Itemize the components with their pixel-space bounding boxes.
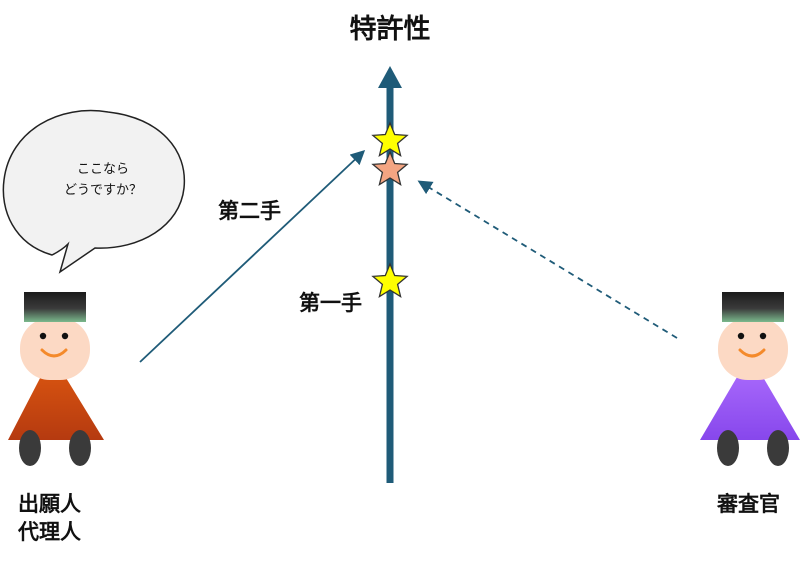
first-step-label: 第一手 [299,291,362,315]
examiner-person-icon [700,292,800,466]
star-icon-top [371,121,409,157]
star-icon-first-step [371,262,409,298]
speech-bubble-line1: ここなら [77,162,129,177]
axis-title: 特許性 [350,14,431,45]
examiner-label: 審査官 [716,492,780,516]
second-step-label: 第二手 [218,199,281,223]
speech-bubble-icon [2,109,186,274]
star-icon-middle [371,150,409,186]
examiner-dashed-arrow [417,180,678,339]
applicant-arrow [139,150,366,363]
attorney-label: 代理人 [17,520,81,544]
applicant-person-icon [8,292,104,466]
axis-arrow-icon [378,66,402,88]
speech-bubble-line2: どうですか？ [64,183,142,198]
applicant-label: 出願人 [18,492,81,516]
